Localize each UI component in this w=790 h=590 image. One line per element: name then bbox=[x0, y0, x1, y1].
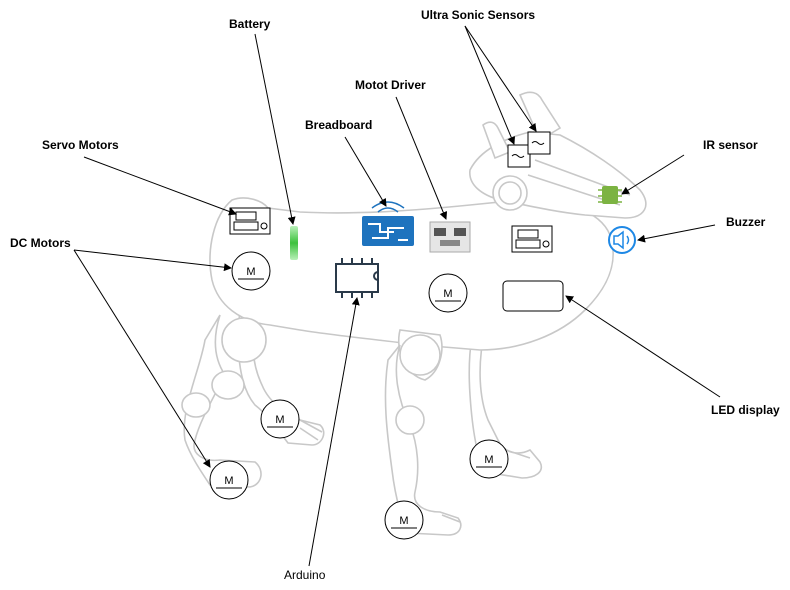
arrow-ultrasonic-2 bbox=[464, 25, 537, 132]
rear-paw-detail bbox=[299, 419, 323, 441]
label-servo: Servo Motors bbox=[42, 138, 119, 152]
led-display-icon bbox=[502, 280, 564, 312]
dc-motor-icon: M bbox=[469, 439, 509, 479]
hip-joint bbox=[221, 317, 267, 363]
shoulder-joint bbox=[399, 334, 441, 376]
dc-motor-icon: M bbox=[428, 273, 468, 313]
dog-ear-right bbox=[518, 91, 562, 142]
dc-motor-symbol: M bbox=[224, 475, 233, 487]
rear-foot-joint bbox=[181, 392, 211, 418]
arrow-battery bbox=[254, 33, 296, 225]
callout-arrows bbox=[73, 25, 721, 567]
servo-icon bbox=[511, 225, 553, 253]
arrow-arduino bbox=[308, 297, 360, 567]
dc-motor-symbol: M bbox=[443, 288, 452, 300]
motor-driver-icon bbox=[429, 221, 471, 253]
label-buzzer: Buzzer bbox=[726, 215, 766, 229]
dc-motor-icon: M bbox=[231, 251, 271, 291]
servo-icon bbox=[229, 207, 271, 235]
dc-motor-icon: M bbox=[260, 399, 300, 439]
rear-knee bbox=[211, 370, 245, 400]
arrow-ir bbox=[621, 154, 685, 195]
label-breadboard: Breadboard bbox=[305, 118, 372, 132]
dc-motor-symbol: M bbox=[246, 266, 255, 278]
arduino-chip-icon bbox=[335, 258, 379, 298]
arrow-dc-1 bbox=[73, 249, 232, 272]
dc-motor-icon: M bbox=[384, 500, 424, 540]
ir-sensor-icon bbox=[598, 186, 622, 204]
arrow-buzzer bbox=[637, 224, 716, 243]
label-ir: IR sensor bbox=[703, 138, 758, 152]
arrow-servo bbox=[83, 156, 237, 216]
label-led: LED display bbox=[711, 403, 780, 417]
battery-icon bbox=[290, 226, 298, 260]
label-dc-motors: DC Motors bbox=[10, 236, 71, 250]
dog-outline bbox=[181, 91, 647, 536]
arrow-ultrasonic-1 bbox=[464, 25, 516, 145]
dc-motor-symbol: M bbox=[275, 414, 284, 426]
dog-eye-inner bbox=[498, 181, 522, 205]
dc-motor-icon: M bbox=[209, 460, 249, 500]
buzzer-icon bbox=[608, 226, 636, 254]
arrow-dc-2 bbox=[73, 249, 211, 468]
ultrasonic-icon bbox=[507, 144, 531, 168]
breadboard-icon bbox=[362, 201, 414, 246]
arrow-led bbox=[565, 295, 721, 398]
ultrasonic-icon bbox=[527, 131, 551, 155]
label-ultrasonic: Ultra Sonic Sensors bbox=[421, 8, 535, 22]
arrow-motor-driver bbox=[395, 96, 448, 220]
label-arduino: Arduino bbox=[284, 568, 326, 582]
dc-motor-symbol: M bbox=[484, 454, 493, 466]
label-battery: Battery bbox=[229, 17, 271, 31]
front-knee bbox=[395, 405, 425, 435]
label-motor-driver: Motot Driver bbox=[355, 78, 426, 92]
arrow-breadboard bbox=[344, 136, 387, 207]
dc-motor-symbol: M bbox=[399, 515, 408, 527]
